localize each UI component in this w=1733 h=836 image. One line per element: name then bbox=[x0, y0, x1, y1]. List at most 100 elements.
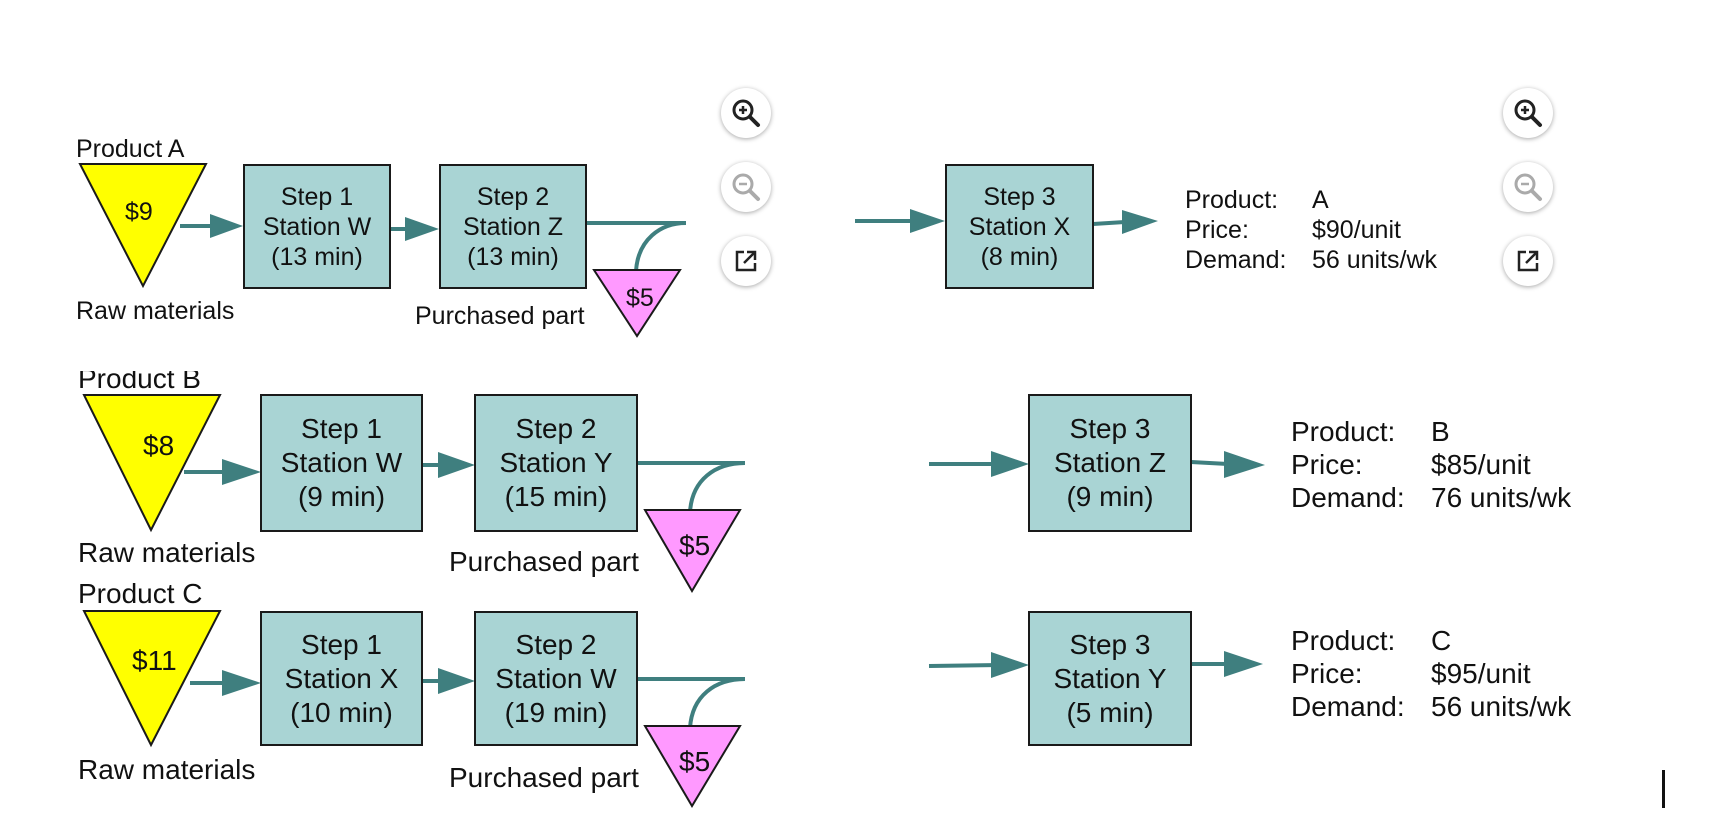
raw-cost-label-c: $11 bbox=[132, 645, 177, 676]
info-product-key-b: Product: bbox=[1291, 416, 1396, 447]
info-demand-value-a: 56 units/wk bbox=[1312, 246, 1438, 274]
curve-purchased-merge-a bbox=[634, 221, 687, 272]
zoom-in-button-2[interactable] bbox=[1503, 88, 1553, 138]
arrowhead-step3-out-b bbox=[1224, 451, 1265, 478]
step2-station-a: Station Z bbox=[462, 212, 564, 241]
step2-title-a: Step 2 bbox=[476, 182, 550, 211]
step3-box-c[interactable]: Step 3 Station Y (5 min) bbox=[1028, 611, 1192, 746]
product-info-a: Product: A Price: $90/unit Demand: 56 units… bbox=[1185, 185, 1437, 275]
step3-station-b: Station Z bbox=[1053, 447, 1167, 478]
purchased-part-triangle-b bbox=[643, 509, 742, 593]
open-external-button-2[interactable] bbox=[1503, 236, 1553, 286]
step3-title-b: Step 3 bbox=[1069, 413, 1151, 444]
arrowhead-raw-to-step1-c bbox=[222, 670, 261, 696]
raw-cost-label-a: $9 bbox=[125, 198, 153, 226]
info-demand-value-b: 76 units/wk bbox=[1431, 482, 1572, 513]
info-product-key-a: Product: bbox=[1185, 186, 1279, 214]
arrowhead-into-step3-b bbox=[991, 451, 1029, 477]
arrowhead-step1-to-step2-b bbox=[438, 452, 475, 478]
step1-box-b[interactable]: Step 1 Station W (9 min) bbox=[260, 394, 423, 532]
info-price-value-b: $85/unit bbox=[1431, 449, 1531, 480]
arrowhead-raw-to-step1-b bbox=[222, 459, 261, 485]
purchased-cost-label-c: $5 bbox=[679, 746, 711, 777]
step2-station-b: Station Y bbox=[499, 447, 613, 478]
step1-station-c: Station X bbox=[284, 662, 399, 694]
step1-title-b: Step 1 bbox=[301, 413, 382, 444]
open-external-button-1[interactable] bbox=[721, 236, 771, 286]
arrowhead-into-step3-a bbox=[910, 209, 945, 233]
raw-materials-label-c: Raw materials bbox=[78, 754, 256, 785]
step2-title-b: Step 2 bbox=[515, 413, 597, 444]
step3-title-c: Step 3 bbox=[1069, 628, 1151, 660]
purchased-part-triangle-c bbox=[643, 725, 742, 808]
step1-time-c: (10 min) bbox=[290, 696, 393, 728]
zoom-out-icon bbox=[1514, 173, 1542, 201]
product-label-c: Product C bbox=[78, 578, 203, 609]
info-demand-key-b: Demand: bbox=[1291, 482, 1405, 513]
step3-box-a[interactable]: Step 3 Station X (8 min) bbox=[945, 164, 1094, 289]
info-demand-key-a: Demand: bbox=[1185, 246, 1287, 274]
purchased-cost-label-b: $5 bbox=[679, 530, 711, 561]
product-label-a: Product A bbox=[76, 135, 185, 163]
raw-material-triangle-a bbox=[78, 163, 208, 289]
arrowhead-raw-to-step1-a bbox=[210, 214, 243, 238]
raw-materials-label-a: Raw materials bbox=[76, 297, 235, 325]
step3-time-b: (9 min) bbox=[1066, 481, 1154, 512]
zoom-out-button-1[interactable] bbox=[721, 162, 771, 212]
product-label-b: Product B bbox=[78, 363, 201, 394]
purchased-part-label-a: Purchased part bbox=[415, 302, 585, 330]
product-info-b: Product: B Price: $85/unit Demand: 76 units… bbox=[1291, 415, 1571, 514]
info-price-key-a: Price: bbox=[1185, 216, 1249, 244]
step3-station-c: Station Y bbox=[1053, 662, 1167, 694]
text-cursor bbox=[1662, 770, 1665, 808]
arrowhead-step1-to-step2-a bbox=[405, 217, 439, 241]
open-external-icon bbox=[1517, 250, 1539, 272]
step2-station-c: Station W bbox=[495, 662, 617, 694]
info-price-key-c: Price: bbox=[1291, 658, 1363, 689]
step2-time-a: (13 min) bbox=[467, 242, 559, 271]
curve-purchased-merge-b bbox=[688, 461, 746, 513]
purchased-cost-label-a: $5 bbox=[626, 284, 654, 312]
zoom-in-icon bbox=[732, 99, 760, 127]
raw-material-triangle-b bbox=[82, 394, 222, 533]
step3-box-b[interactable]: Step 3 Station Z (9 min) bbox=[1028, 394, 1192, 532]
info-price-value-a: $90/unit bbox=[1312, 216, 1401, 244]
step2-box-c[interactable]: Step 2 Station W (19 min) bbox=[474, 611, 638, 746]
info-price-key-b: Price: bbox=[1291, 449, 1363, 480]
arrowhead-step3-out-a bbox=[1122, 210, 1158, 234]
zoom-in-icon bbox=[1514, 99, 1542, 127]
purchased-part-label-c: Purchased part bbox=[449, 762, 639, 793]
curve-purchased-merge-c bbox=[688, 677, 746, 729]
step2-box-a[interactable]: Step 2 Station Z (13 min) bbox=[439, 164, 587, 289]
arrow-step3-out-b bbox=[1190, 460, 1229, 466]
purchased-part-label-b: Purchased part bbox=[449, 546, 639, 577]
step2-time-b: (15 min) bbox=[504, 481, 608, 512]
arrowhead-step1-to-step2-c bbox=[438, 668, 475, 694]
step3-title-a: Step 3 bbox=[983, 182, 1056, 211]
step1-time-b: (9 min) bbox=[297, 481, 386, 512]
purchased-part-triangle-a bbox=[592, 269, 682, 338]
step1-box-a[interactable]: Step 1 Station W (13 min) bbox=[243, 164, 391, 289]
product-info-c: Product:C Price:$95/unit Demand:56 units… bbox=[1291, 624, 1571, 723]
step3-time-a: (8 min) bbox=[980, 242, 1059, 271]
zoom-out-icon bbox=[732, 173, 760, 201]
info-product-key-c: Product: bbox=[1291, 625, 1396, 656]
step2-time-c: (19 min) bbox=[504, 696, 608, 728]
zoom-out-button-2[interactable] bbox=[1503, 162, 1553, 212]
step2-title-c: Step 2 bbox=[515, 628, 597, 660]
info-demand-key-c: Demand: bbox=[1291, 691, 1405, 722]
info-product-value-a: A bbox=[1312, 186, 1329, 214]
info-demand-value-c: 56 units/wk bbox=[1431, 691, 1572, 722]
step2-box-b[interactable]: Step 2 Station Y (15 min) bbox=[474, 394, 638, 532]
info-product-value-b: B bbox=[1431, 416, 1450, 447]
step1-station-a: Station W bbox=[262, 212, 372, 241]
step3-time-c: (5 min) bbox=[1066, 696, 1154, 728]
step1-box-c[interactable]: Step 1 Station X (10 min) bbox=[260, 611, 423, 746]
info-product-value-c: C bbox=[1431, 625, 1452, 656]
raw-materials-label-b: Raw materials bbox=[78, 537, 256, 568]
zoom-in-button-1[interactable] bbox=[721, 88, 771, 138]
raw-cost-label-b: $8 bbox=[143, 430, 175, 461]
open-external-icon bbox=[735, 250, 757, 272]
arrow-into-step3-c bbox=[928, 663, 1001, 668]
